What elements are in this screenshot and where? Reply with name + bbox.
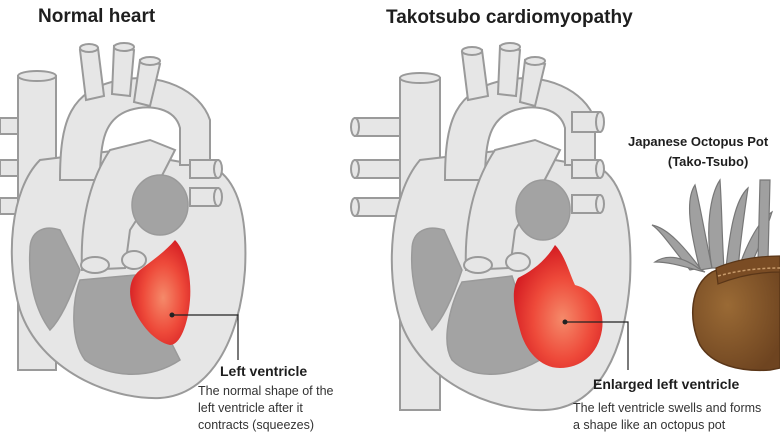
takotsubo-chambers	[410, 179, 629, 375]
right-atrium	[28, 227, 81, 332]
octopus-pot-label-line2: (Tako-Tsubo)	[667, 154, 749, 169]
takotsubo-description-line: The left ventricle swells and forms	[573, 401, 762, 415]
vena-cava-opening	[17, 70, 57, 82]
takotsubo-title: Takotsubo cardiomyopathy	[386, 7, 633, 28]
normal-description-line: contracts (squeezes)	[198, 418, 315, 432]
aortic-arch	[58, 77, 211, 181]
normal-description-line: The normal shape of the	[198, 384, 334, 398]
octopus-pot-label: Japanese Octopus Pot (Tako-Tsubo)	[628, 132, 768, 172]
left-ventricle-enlarged	[513, 245, 603, 368]
normal-description-line: left ventricle after it	[198, 401, 303, 415]
leader-line	[172, 314, 239, 360]
takotsubo-description: The left ventricle swells and forms a sh…	[573, 400, 761, 434]
leader-line	[565, 321, 629, 370]
octopus-pot-illustration	[651, 178, 780, 372]
normal-heart-title: Normal heart	[38, 6, 156, 27]
octopus-tentacles	[651, 178, 774, 273]
left-ventricle-normal	[130, 240, 191, 345]
aortic-branch	[110, 44, 136, 98]
left-atrium	[131, 174, 189, 236]
normal-description: The normal shape of the left ventricle a…	[198, 383, 334, 434]
aortic-branch	[78, 46, 106, 102]
takotsubo-description-line: a shape like an octopus pot	[573, 418, 726, 432]
normal-chambers	[28, 174, 239, 375]
enlarged-left-ventricle-label: Enlarged left ventricle	[593, 376, 740, 392]
octopus-pot-label-line1: Japanese Octopus Pot	[628, 134, 769, 149]
left-ventricle-label: Left ventricle	[220, 363, 308, 379]
